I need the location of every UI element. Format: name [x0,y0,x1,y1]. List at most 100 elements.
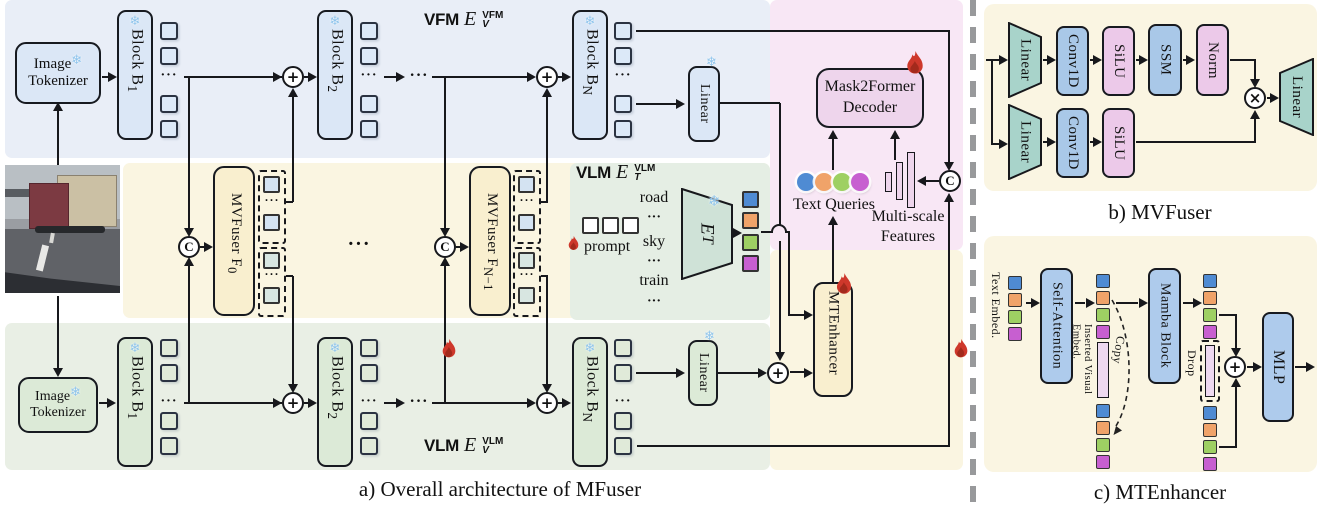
mvfuser-label: MVFuser F0 [224,193,244,274]
arrowhead [804,310,813,320]
arrowhead [1031,298,1040,308]
class-label: sky [642,233,666,250]
arrowhead [1186,55,1195,65]
token [1008,293,1022,307]
wire [991,143,1001,145]
wire [788,231,790,315]
wire [1090,141,1094,143]
token [160,339,178,357]
class-label: road [639,189,669,206]
car-hood [5,272,120,293]
token [518,252,535,269]
arrowhead [460,242,469,252]
wire [832,224,834,282]
arrowhead [804,368,813,378]
wire [1254,59,1256,80]
wire [188,266,190,403]
arrowhead [562,72,571,82]
wire [1090,59,1094,61]
flame-icon [951,338,971,361]
snowflake-icon: ❄ [329,341,341,356]
token [518,287,535,304]
arrowhead [204,242,213,252]
arrowhead [440,228,450,237]
wire [986,59,1000,61]
token [1096,274,1110,288]
arrowhead [1250,79,1260,88]
arrowhead [1253,362,1262,372]
token [1203,325,1217,339]
token [360,47,378,65]
wire-hop [771,224,787,233]
class-dots: ··· [646,254,661,269]
multiscale-line2: Features [880,228,936,245]
prompt-token [602,217,619,234]
token-dots: ··· [360,68,378,83]
wire [637,445,950,447]
concat-node: C [178,236,200,258]
tokenizer-line1: Image❄ [35,384,81,404]
arrowhead [1047,137,1056,147]
silu-label: SiLU [1111,43,1127,79]
wire [57,110,59,165]
token [518,214,535,231]
copy-arrow [1111,299,1130,435]
token [263,252,280,269]
token [263,214,280,231]
wire [1247,366,1255,368]
mlp-box: MLP [1262,312,1294,422]
wire [636,103,678,105]
arrowhead [1231,348,1241,357]
vfm-linear: Linear [688,66,720,142]
wire [286,275,293,277]
arrowhead [542,88,552,97]
panel-a-caption: a) Overall architecture of MFuser [358,477,642,501]
token [614,47,632,65]
arrowhead [1047,55,1056,65]
token [360,437,378,455]
token-dots: ··· [519,267,535,281]
token [160,47,178,65]
wire [304,76,310,78]
token [263,287,280,304]
wire [1267,97,1272,99]
wire [292,90,294,202]
wire [184,76,282,78]
wire [1075,302,1085,304]
token [614,120,632,138]
ellipsis: ··· [409,67,429,84]
mlp-label: MLP [1270,349,1287,385]
wire [636,30,950,32]
arrowhead [999,139,1008,149]
arrowhead [775,352,785,361]
arrowhead [1093,137,1102,147]
class-dots: ··· [646,294,661,309]
linear-label: Linear [1017,38,1034,82]
text-query-dot [815,173,833,191]
wire [720,102,780,104]
panel-b-caption: b) MVFuser [1108,200,1212,224]
text-query-dot [833,173,851,191]
block-label: Block BN [580,356,601,423]
conv1d-label: Conv1D [1065,116,1081,170]
text-embedding-token [742,255,759,272]
wire [1254,119,1256,143]
arrowhead [1193,298,1202,308]
token [1096,404,1110,418]
arrowhead [944,162,954,171]
arrowhead [828,130,838,139]
text-embed-label: Text Embed. [989,272,1003,339]
m2f-line2: Decoder [842,99,898,116]
prompt-token [582,217,599,234]
arrowhead [308,398,317,408]
flame-icon [566,235,581,253]
token-dots: ··· [360,394,378,409]
flame-icon [903,50,927,78]
token [1096,308,1110,322]
conv1d-label: Conv1D [1065,34,1081,88]
token [360,364,378,382]
